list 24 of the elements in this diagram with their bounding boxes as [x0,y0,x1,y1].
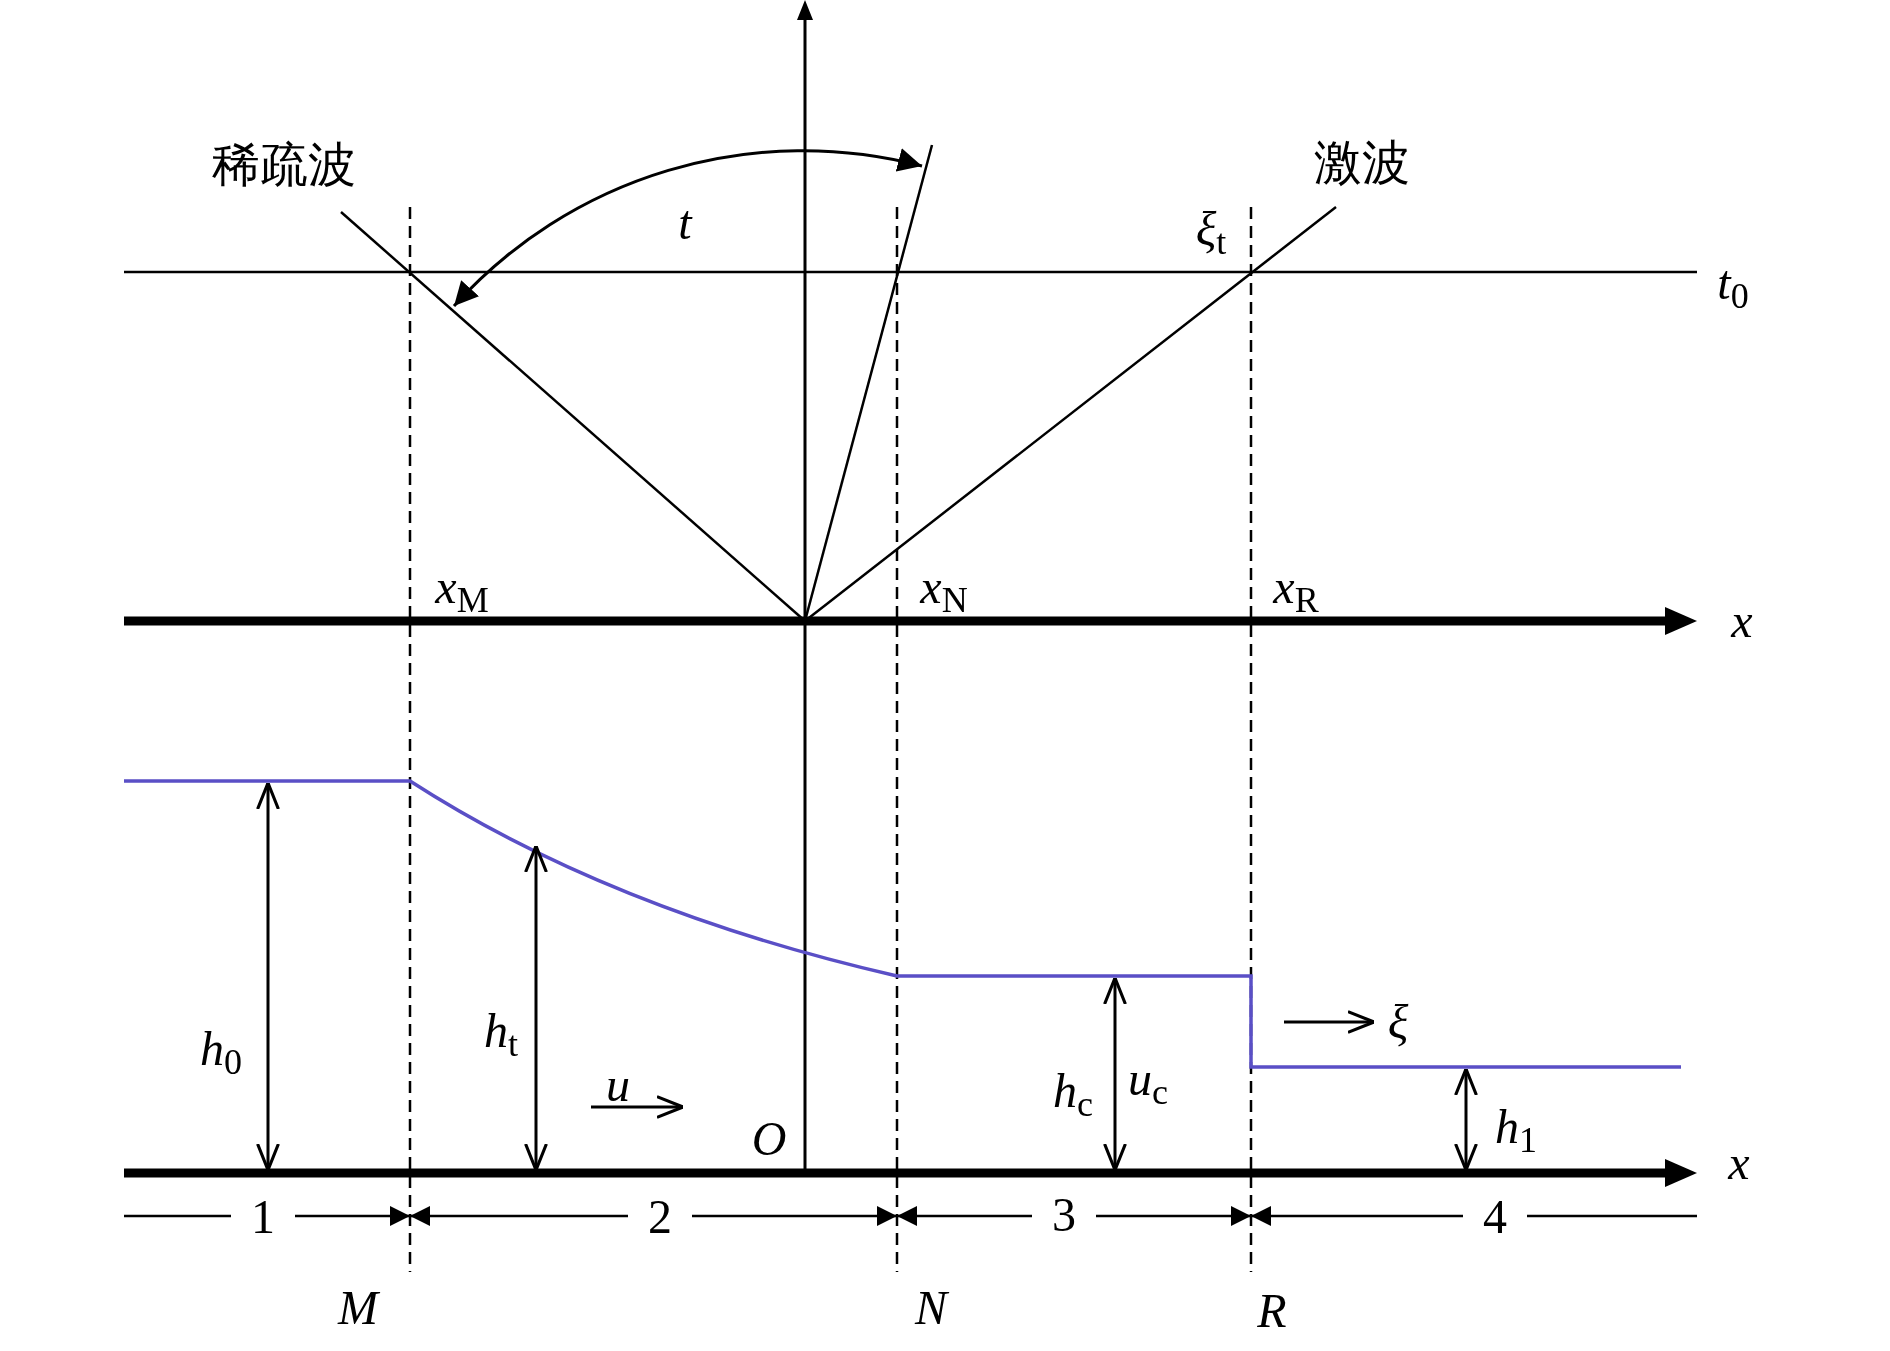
diagram-label: 4 [1483,1193,1507,1241]
diagram-label: h$_{t}$ [484,1007,518,1055]
diagram-label: 稀疏波 [212,141,356,189]
diagram-label: 激波 [1314,139,1410,187]
diagram-label: u [606,1061,630,1109]
diagram-label: 1 [251,1193,275,1241]
diagram-label: O [751,1115,787,1163]
diagram-label: x$_{M}$ [435,563,489,611]
diagram-label: x$_{R}$ [1273,563,1319,611]
diagram-label: x [1728,1139,1750,1187]
diagram-label: t$_{0}$ [1717,259,1749,307]
diagram-label: 3 [1052,1191,1076,1239]
diagram-label: u$_{c}$ [1128,1055,1168,1103]
diagram-label: x$_{N}$ [920,563,968,611]
diagram-label: ξ$_{t}$ [1195,205,1227,253]
diagram-label: h$_{1}$ [1495,1103,1537,1151]
diagram-label: h$_{0}$ [200,1025,242,1073]
diagram-label: 2 [648,1193,672,1241]
diagram-label: t [678,199,692,247]
diagram-label: h$_{c}$ [1053,1067,1093,1115]
diagram-label: M [338,1284,378,1332]
diagram-label: ξ [1387,998,1409,1046]
diagram-label: R [1257,1287,1287,1335]
diagram-label: x [1731,597,1753,645]
